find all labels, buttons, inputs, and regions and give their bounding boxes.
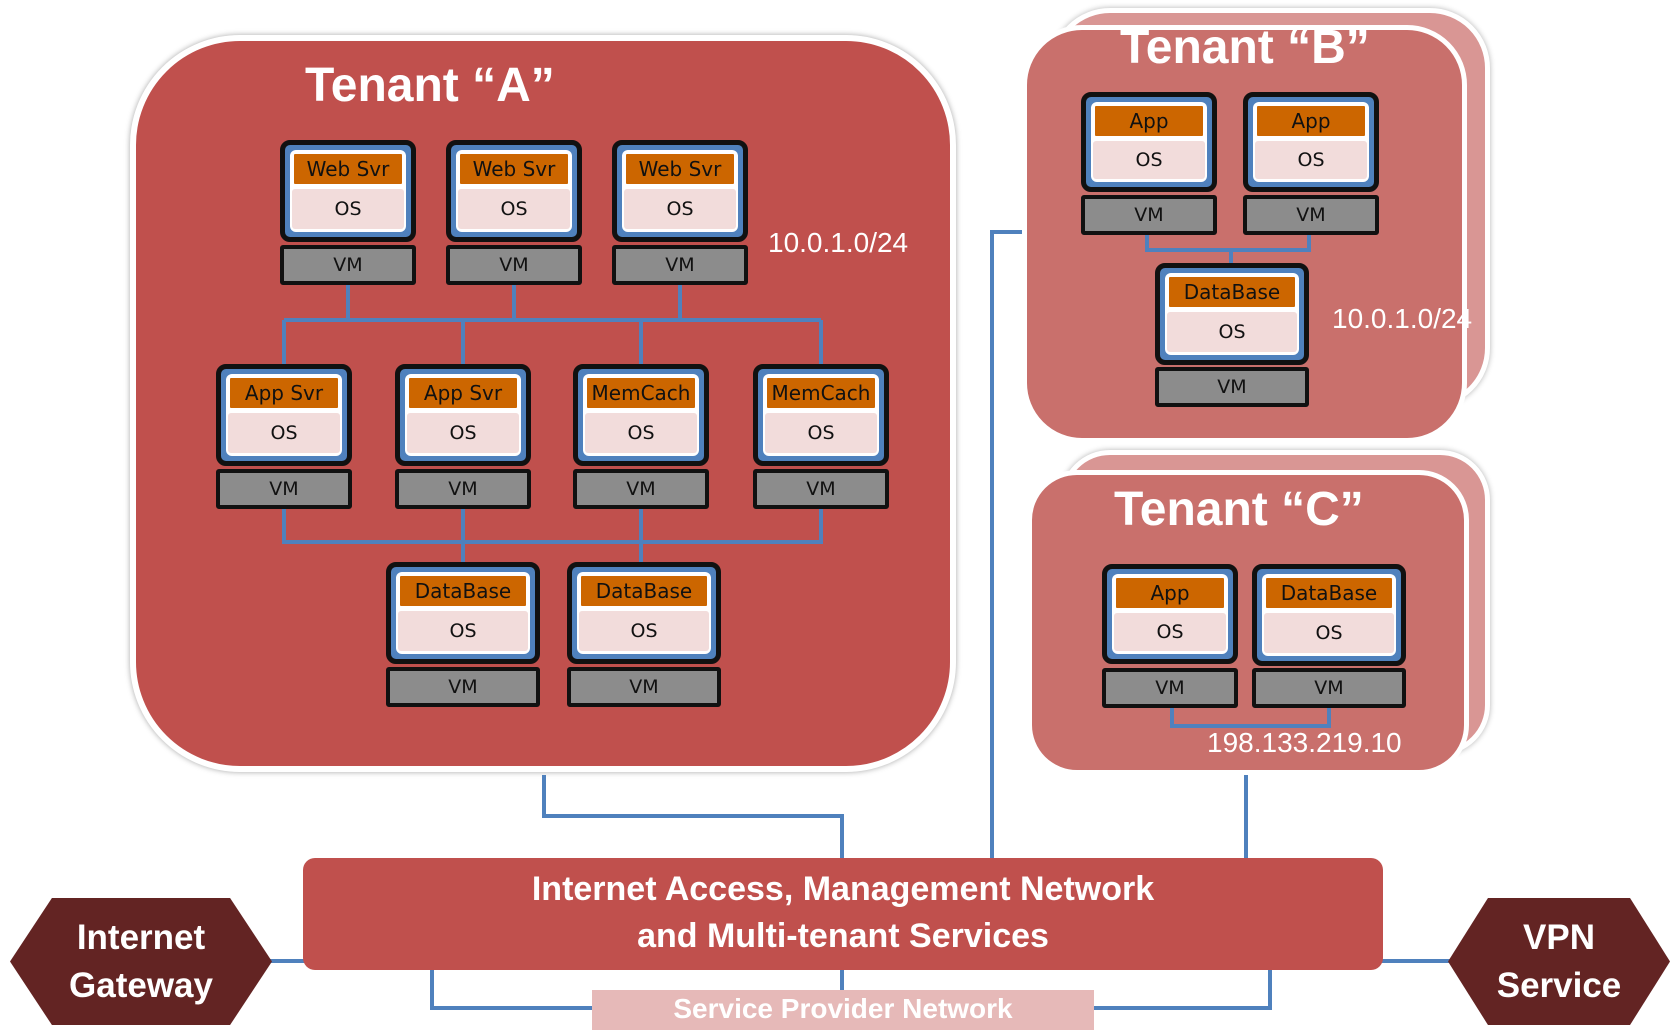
vm-label: VM: [1252, 668, 1406, 708]
vm-database: DataBase OS VM: [1155, 263, 1309, 407]
multi-tenant-network-bar: Internet Access, Management Network and …: [303, 858, 1383, 970]
os-label: OS: [1093, 141, 1205, 179]
os-label: OS: [292, 189, 404, 229]
service-provider-network: Service Provider Network: [592, 990, 1094, 1030]
tenant-c-subnet: 198.133.219.10: [1207, 727, 1402, 758]
role-label: DataBase: [1264, 576, 1394, 610]
vpn-service: VPN Service: [1448, 898, 1670, 1025]
gateway-line-1: Internet: [76, 917, 206, 957]
os-label: OS: [585, 413, 697, 453]
role-label: App: [1255, 104, 1367, 138]
vm-database: DataBase OS VM: [1252, 564, 1406, 708]
tenant-b-title: Tenant “B”: [1120, 21, 1370, 74]
internet-gateway: Internet Gateway: [10, 898, 272, 1025]
os-label: OS: [1167, 312, 1297, 352]
role-label: Web Svr: [292, 152, 404, 186]
link-web-tier: [282, 282, 823, 365]
os-label: OS: [765, 413, 877, 453]
tenant-a-subnet: 10.0.1.0/24: [768, 227, 909, 258]
vm-web-svr: Web Svr OS VM: [446, 140, 582, 285]
network-line-1: Internet Access, Management Network: [531, 870, 1155, 908]
os-label: OS: [579, 611, 709, 651]
tenant-a-title: Tenant “A”: [305, 59, 555, 112]
vm-label: VM: [1081, 195, 1217, 235]
vm-app: App OS VM: [1102, 564, 1238, 708]
tenant-b-subnet: 10.0.1.0/24: [1332, 303, 1473, 334]
vm-memcach: MemCach OS VM: [753, 364, 889, 509]
role-label: DataBase: [398, 574, 528, 608]
vm-label: VM: [573, 469, 709, 509]
os-label: OS: [407, 413, 519, 453]
vm-database: DataBase OS VM: [386, 562, 540, 707]
vm-app: App OS VM: [1243, 92, 1379, 235]
vm-label: VM: [216, 469, 352, 509]
vm-app-svr: App Svr OS VM: [395, 364, 531, 509]
role-label: DataBase: [1167, 275, 1297, 309]
role-label: MemCach: [765, 376, 877, 410]
vm-label: VM: [446, 245, 582, 285]
os-label: OS: [1264, 613, 1394, 653]
os-label: OS: [398, 611, 528, 651]
vm-web-svr: Web Svr OS VM: [612, 140, 748, 285]
role-label: Web Svr: [458, 152, 570, 186]
os-label: OS: [624, 189, 736, 229]
os-label: OS: [458, 189, 570, 229]
vpn-line-1: VPN: [1523, 917, 1595, 957]
vm-label: VM: [567, 667, 721, 707]
link-tenant-a-network: [542, 775, 844, 858]
link-tenant-b-network: [990, 230, 1022, 858]
role-label: App: [1114, 576, 1226, 610]
vm-app-svr: App Svr OS VM: [216, 364, 352, 509]
vm-memcach: MemCach OS VM: [573, 364, 709, 509]
link-app-tier: [282, 505, 823, 565]
role-label: MemCach: [585, 376, 697, 410]
role-label: App Svr: [407, 376, 519, 410]
network-line-2: and Multi-tenant Services: [637, 917, 1049, 955]
os-label: OS: [228, 413, 340, 453]
tenant-c-title: Tenant “C”: [1114, 483, 1364, 536]
link-tenant-c-internal: [1170, 703, 1331, 728]
gateway-line-2: Gateway: [69, 965, 213, 1005]
vm-label: VM: [1243, 195, 1379, 235]
vm-label: VM: [395, 469, 531, 509]
vpn-line-2: Service: [1496, 965, 1622, 1005]
vm-app: App OS VM: [1081, 92, 1217, 235]
vm-label: VM: [386, 667, 540, 707]
vm-label: VM: [753, 469, 889, 509]
vm-label: VM: [1155, 367, 1309, 407]
role-label: DataBase: [579, 574, 709, 608]
role-label: App Svr: [228, 376, 340, 410]
link-tenant-b-internal: [1145, 230, 1311, 266]
role-label: App: [1093, 104, 1205, 138]
vm-label: VM: [280, 245, 416, 285]
vm-database: DataBase OS VM: [567, 562, 721, 707]
os-label: OS: [1114, 613, 1226, 651]
vm-web-svr: Web Svr OS VM: [280, 140, 416, 285]
role-label: Web Svr: [624, 152, 736, 186]
vm-label: VM: [1102, 668, 1238, 708]
vm-label: VM: [612, 245, 748, 285]
os-label: OS: [1255, 141, 1367, 179]
